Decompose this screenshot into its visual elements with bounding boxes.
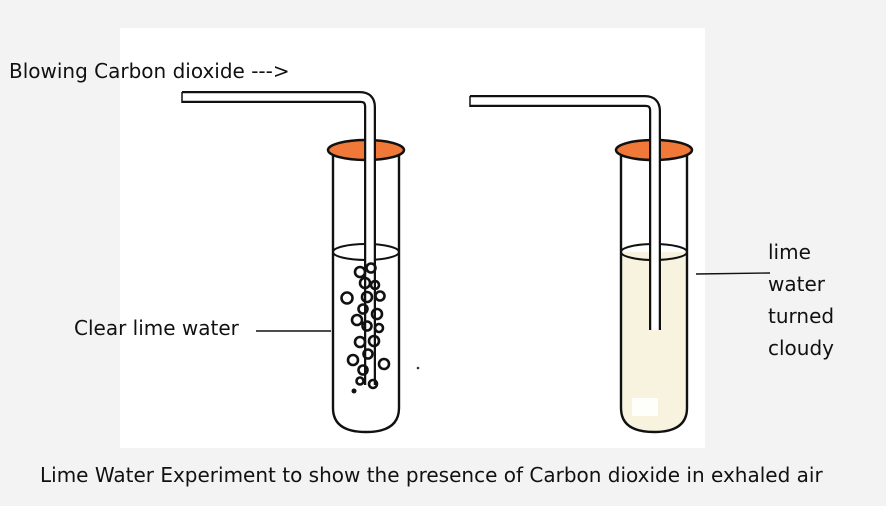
test-tube-cloudy — [469, 95, 694, 434]
delivery-tube-inner — [182, 93, 374, 385]
co2-bubbles — [340, 262, 391, 390]
cloudy-label-line: water — [768, 272, 825, 296]
leader-line-cloudy — [695, 272, 771, 275]
cloudy-label-line: lime — [768, 240, 811, 264]
tube-outline — [619, 155, 689, 434]
delivery-tube-inner — [470, 97, 659, 330]
cloudy-label-line: cloudy — [768, 336, 834, 360]
cloudy-lime-water — [621, 252, 687, 432]
blowing-co2-label: Blowing Carbon dioxide ---> — [9, 59, 290, 83]
cloudy-lime-water-label: lime water turned cloudy — [768, 236, 868, 364]
test-tube-clear — [181, 91, 406, 434]
clear-lime-water-label: Clear lime water — [74, 316, 239, 340]
tube-outline — [331, 155, 401, 434]
cloudy-label-line: turned — [768, 304, 835, 328]
figure-caption: Lime Water Experiment to show the presen… — [40, 463, 823, 487]
